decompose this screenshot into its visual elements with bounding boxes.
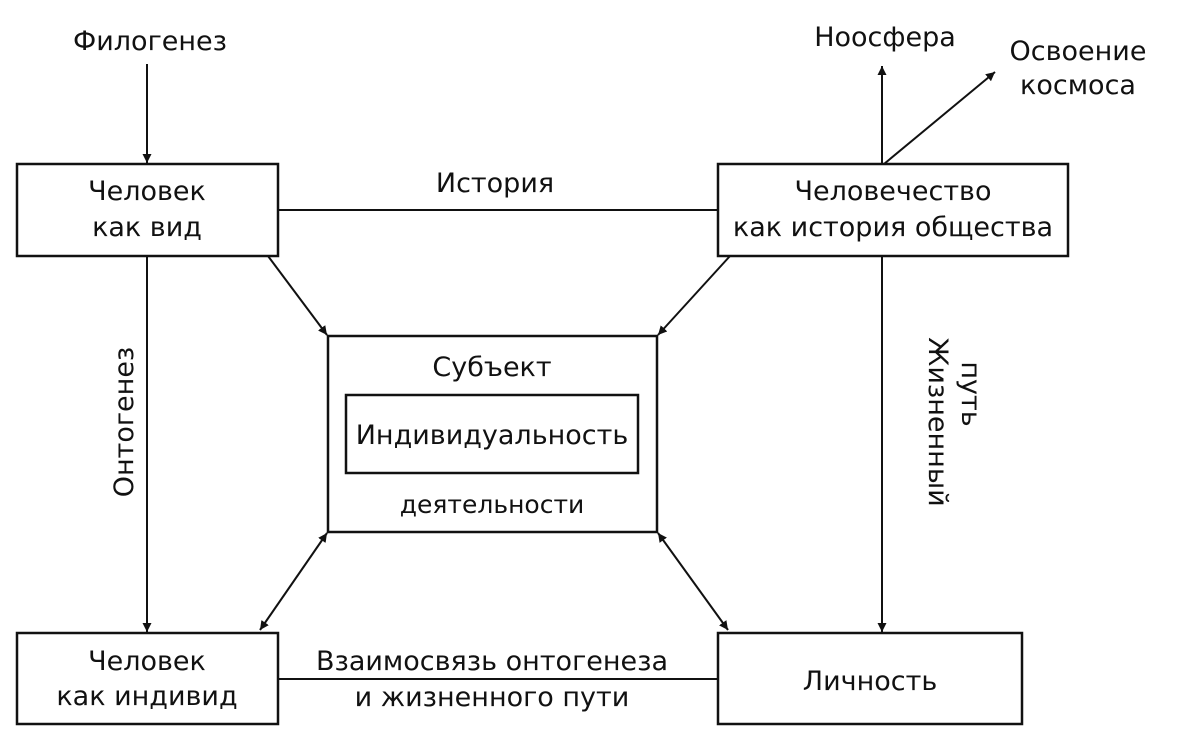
node-personality-box — [716, 631, 1024, 726]
node-humanity: Человечество как история общества — [716, 162, 1070, 258]
label-life-path-line2: путь — [955, 361, 986, 426]
node-individual-box — [15, 631, 280, 726]
node-individuality-label: Индивидуальность — [356, 420, 629, 451]
edge-humanity-subject-arrow — [657, 255, 731, 336]
node-subject-bottom: деятельности — [400, 490, 585, 519]
node-species-line1: Человек — [88, 176, 206, 207]
label-life-path-line1: Жизненный — [922, 337, 953, 506]
node-subject: Субъект Индивидуальность деятельности — [326, 334, 659, 534]
node-subject-top: Субъект — [432, 352, 551, 383]
node-humanity-line2: как история общества — [733, 212, 1053, 243]
node-personality: Личность — [716, 631, 1024, 726]
label-space-line2: космоса — [1020, 70, 1136, 101]
label-ontogenesis: Онтогенез — [109, 347, 140, 498]
node-species-box — [15, 162, 280, 258]
node-individual-line2: как индивид — [56, 681, 237, 712]
node-species-line2: как вид — [92, 212, 202, 243]
label-noosphere: Ноосфера — [814, 22, 956, 53]
node-humanity-line1: Человечество — [795, 176, 992, 207]
edge-subject-individual-double-arrow — [259, 532, 328, 631]
node-species: Человек как вид — [15, 162, 280, 258]
label-relation-line1: Взаимосвязь онтогенеза — [316, 646, 668, 677]
edge-space-arrow — [883, 71, 996, 165]
label-relation-line2: и жизненного пути — [355, 682, 630, 713]
node-personality-label: Личность — [803, 666, 937, 697]
node-humanity-box — [716, 162, 1070, 258]
label-space-line1: Освоение — [1010, 36, 1147, 67]
label-phylogenesis: Филогенез — [73, 26, 227, 57]
node-individual: Человек как индивид — [15, 631, 280, 726]
label-history: История — [436, 168, 554, 199]
edge-subject-personality-double-arrow — [657, 532, 729, 631]
node-individual-line1: Человек — [88, 646, 206, 677]
node-individuality-box — [344, 393, 640, 475]
edge-species-subject-arrow — [267, 255, 328, 336]
